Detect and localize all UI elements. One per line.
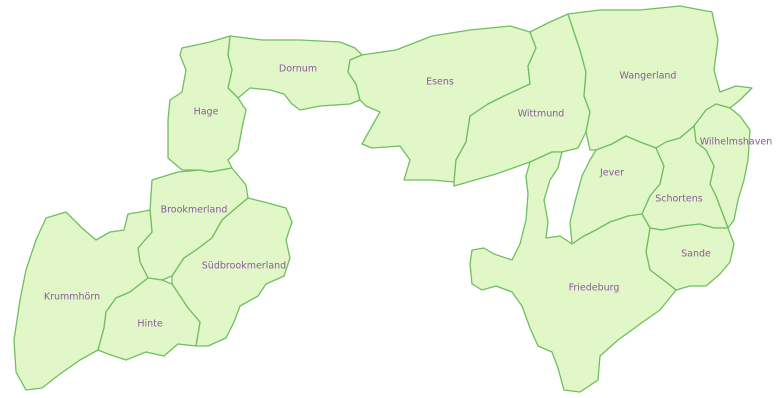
label-wittmund: Wittmund [518,109,565,120]
region-suedbrookmerland[interactable] [171,197,293,347]
region-hinte[interactable] [97,277,201,361]
region-hage[interactable] [167,35,247,173]
label-hinte: Hinte [137,319,163,330]
label-suedbrookmerland: Südbrookmerland [202,261,286,272]
region-friedeburg[interactable] [469,151,677,393]
label-friedeburg: Friedeburg [569,283,620,294]
label-brookmerland: Brookmerland [161,205,228,216]
label-schortens: Schortens [655,194,703,205]
label-wangerland: Wangerland [620,71,677,82]
label-esens: Esens [426,77,454,88]
label-dornum: Dornum [279,64,317,75]
label-hage: Hage [194,107,219,118]
label-jever: Jever [599,168,624,179]
label-krummhoern: Krummhörn [44,292,100,303]
label-sande: Sande [681,249,711,260]
label-wilhelmshaven: Wilhelmshaven [700,137,773,148]
